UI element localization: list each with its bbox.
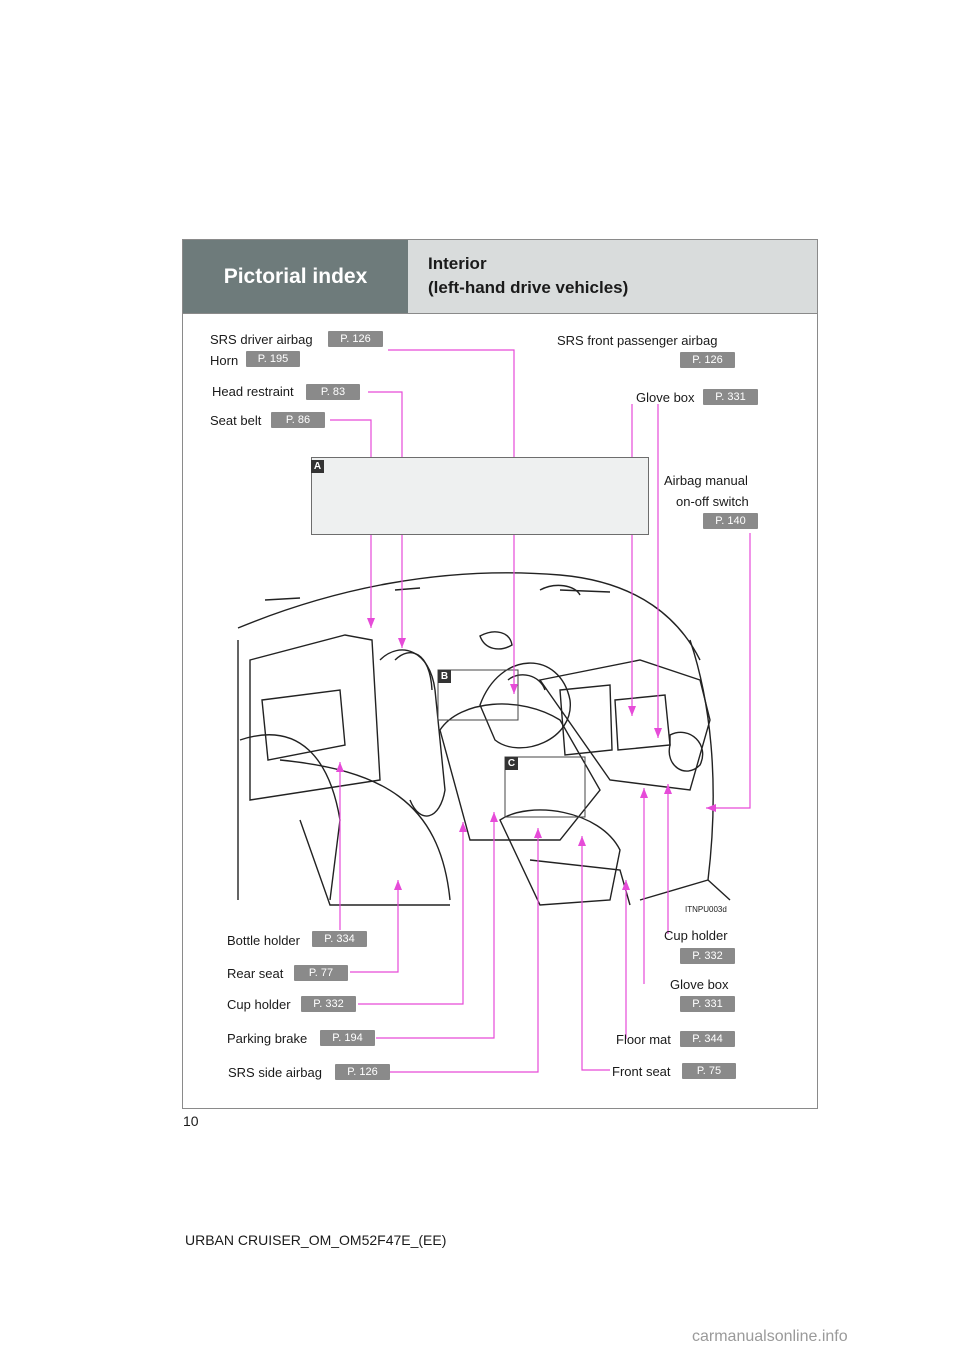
label-bottle-holder: Bottle holder [227, 933, 300, 948]
label-srs-front-passenger-airbag: SRS front passenger airbag [557, 333, 718, 348]
page-ref-cup-holder-left[interactable]: P. 332 [301, 996, 356, 1012]
page-ref-cup-holder-right[interactable]: P. 332 [680, 948, 735, 964]
label-parking-brake: Parking brake [227, 1031, 308, 1046]
page-ref-srs-driver-airbag[interactable]: P. 126 [328, 331, 383, 347]
page-ref-seat-belt[interactable]: P. 86 [271, 412, 325, 428]
page-ref-parking-brake[interactable]: P. 194 [320, 1030, 375, 1046]
tag-b: B [438, 670, 451, 683]
page-ref-horn[interactable]: P. 195 [246, 351, 300, 367]
page-ref-head-restraint[interactable]: P. 83 [306, 384, 360, 400]
label-srs-driver-airbag: SRS driver airbag [210, 332, 313, 347]
tag-c: C [505, 757, 518, 770]
label-glove-box-upper: Glove box [636, 390, 695, 405]
label-floor-mat: Floor mat [616, 1032, 671, 1047]
header-divider [183, 313, 817, 314]
figure-code: ITNPU003d [685, 905, 727, 914]
label-airbag-manual-line2: on-off switch [676, 494, 749, 509]
label-cup-holder-left: Cup holder [227, 997, 291, 1012]
page-title-line2: (left-hand drive vehicles) [428, 278, 629, 297]
page-ref-front-seat[interactable]: P. 75 [682, 1063, 736, 1079]
label-cup-holder-right: Cup holder [664, 928, 728, 943]
label-srs-side-airbag: SRS side airbag [228, 1065, 322, 1080]
label-airbag-manual-line1: Airbag manual [664, 473, 748, 488]
page-ref-rear-seat[interactable]: P. 77 [294, 965, 348, 981]
panel-a-placeholder [311, 457, 649, 535]
page-ref-srs-front-passenger-airbag[interactable]: P. 126 [680, 352, 735, 368]
tag-a: A [311, 460, 324, 473]
page-number: 10 [183, 1113, 199, 1129]
page-ref-glove-box-lower[interactable]: P. 331 [680, 996, 735, 1012]
label-glove-box-lower: Glove box [670, 977, 729, 992]
page-header: Interior (left-hand drive vehicles) [408, 240, 817, 313]
label-seat-belt: Seat belt [210, 413, 262, 428]
page-ref-glove-box-upper[interactable]: P. 331 [703, 389, 758, 405]
label-horn: Horn [210, 353, 239, 368]
content-frame [182, 239, 818, 1109]
label-front-seat: Front seat [612, 1064, 671, 1079]
section-title: Pictorial index [183, 240, 408, 313]
page-ref-bottle-holder[interactable]: P. 334 [312, 931, 367, 947]
watermark: carmanualsonline.info [692, 1328, 848, 1345]
page-ref-srs-side-airbag[interactable]: P. 126 [335, 1064, 390, 1080]
page-ref-airbag-manual-switch[interactable]: P. 140 [703, 513, 758, 529]
page-title-line1: Interior [428, 254, 487, 273]
footer-doc-code: URBAN CRUISER_OM_OM52F47E_(EE) [185, 1232, 447, 1248]
label-rear-seat: Rear seat [227, 966, 284, 981]
page-ref-floor-mat[interactable]: P. 344 [680, 1031, 735, 1047]
label-head-restraint: Head restraint [212, 384, 294, 399]
